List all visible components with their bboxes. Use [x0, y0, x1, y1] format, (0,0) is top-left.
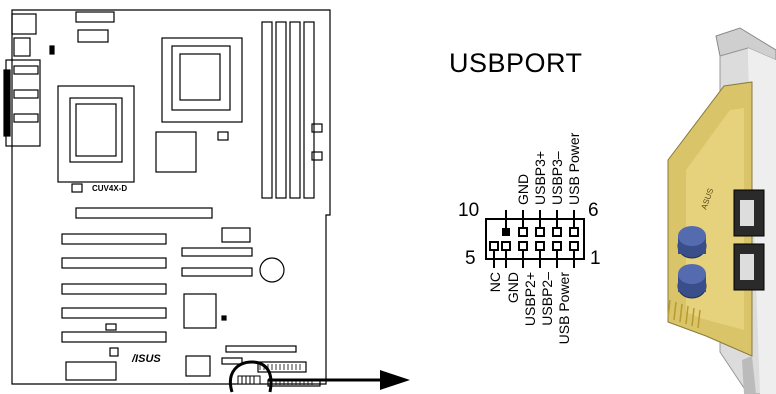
pin-label-bottom-2: USBP2– — [539, 272, 555, 326]
pin-labels-top: USB Power USBP3– USBP3+ GND — [515, 132, 582, 205]
pointer-arrow — [268, 370, 410, 390]
pin-number-bottom-right: 1 — [590, 248, 601, 269]
pin-label-top-1: USB Power — [566, 132, 582, 205]
pin-column-nc — [489, 241, 499, 268]
asus-logo: /ISUS — [131, 353, 161, 365]
motherboard-layout — [3, 9, 331, 387]
pin-label-bottom-1: USB Power — [556, 272, 572, 345]
pin-label-top-3: USBP3+ — [532, 151, 548, 205]
pin-label-top-2: USBP3– — [549, 151, 565, 205]
pin-column-5 — [501, 241, 511, 268]
pin-column-4 — [518, 210, 528, 268]
pin-label-bottom-4: GND — [505, 272, 521, 303]
pin-number-top-left: 10 — [458, 200, 480, 221]
usb-bracket-image: ASUS — [667, 27, 776, 394]
board-model-label: CUV4X-D — [92, 184, 127, 193]
pin-label-bottom-3: USBP2+ — [522, 272, 538, 326]
connector-title: USBPORT — [449, 48, 583, 78]
pin-number-bottom-left: 5 — [465, 248, 476, 269]
usb-header-pinout — [485, 210, 585, 268]
pin-column-3 — [535, 210, 545, 268]
pin-labels-bottom: USB Power USBP2– USBP2+ GND NC — [487, 272, 572, 345]
pin-column-1 — [569, 210, 579, 268]
pin-label-bottom-5: NC — [487, 272, 503, 292]
usb-header-highlight — [229, 360, 273, 393]
pin-label-top-4: GND — [515, 174, 531, 205]
pin-column-2 — [552, 210, 562, 268]
pin-number-top-right: 6 — [588, 200, 599, 221]
header-pins — [259, 364, 313, 385]
